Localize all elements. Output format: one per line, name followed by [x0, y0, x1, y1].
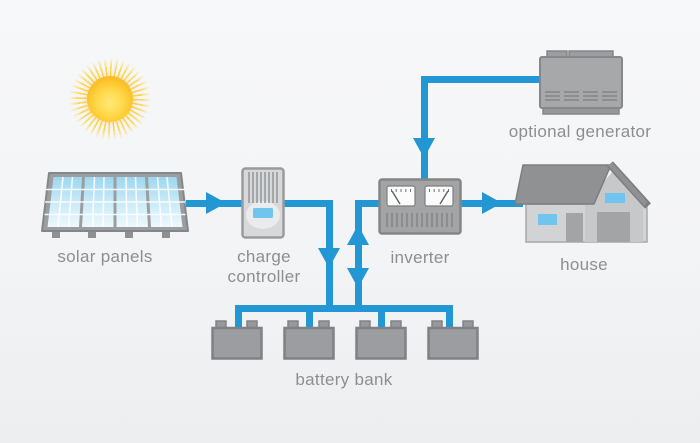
- battery-bank-label: battery bank: [295, 370, 393, 389]
- house-label: house: [560, 255, 608, 274]
- connector-generator-out: [424, 76, 540, 83]
- charge-controller-icon: [241, 167, 285, 239]
- solar-panels-icon: [41, 172, 189, 238]
- battery-icon: [355, 320, 407, 360]
- sun-icon: [68, 57, 152, 141]
- connector-battery-inverter: [355, 200, 362, 312]
- battery-stub-4: [446, 305, 453, 328]
- arrowhead-generator-to-inverter: [413, 138, 435, 158]
- inverter-label: inverter: [390, 248, 450, 267]
- arrowhead-battery-to-inverter: [347, 225, 369, 245]
- connector-battery-bus: [235, 305, 453, 312]
- charge-controller-label: charge controller: [227, 247, 301, 287]
- battery-stub-2: [306, 305, 313, 328]
- arrowhead-inverter-to-house: [482, 192, 502, 214]
- connector-generator-to-inverter: [421, 76, 428, 180]
- connector-inverter-left-stub: [355, 200, 381, 207]
- battery-icon: [283, 320, 335, 360]
- inverter-icon: [378, 178, 462, 235]
- arrowhead-controller-to-battery: [318, 248, 340, 268]
- optional-generator-label: optional generator: [508, 122, 652, 141]
- generator-icon: [539, 50, 623, 115]
- arrowhead-inverter-to-battery: [347, 268, 369, 288]
- battery-icon: [211, 320, 263, 360]
- arrowhead-panels-to-controller: [206, 192, 226, 214]
- battery-stub-1: [235, 305, 242, 328]
- battery-icon: [427, 320, 479, 360]
- sun-core: [87, 76, 133, 122]
- connector-controller-out: [283, 200, 333, 207]
- house-icon: [514, 161, 651, 243]
- solar-panels-label: solar panels: [57, 247, 153, 266]
- battery-stub-3: [378, 305, 385, 328]
